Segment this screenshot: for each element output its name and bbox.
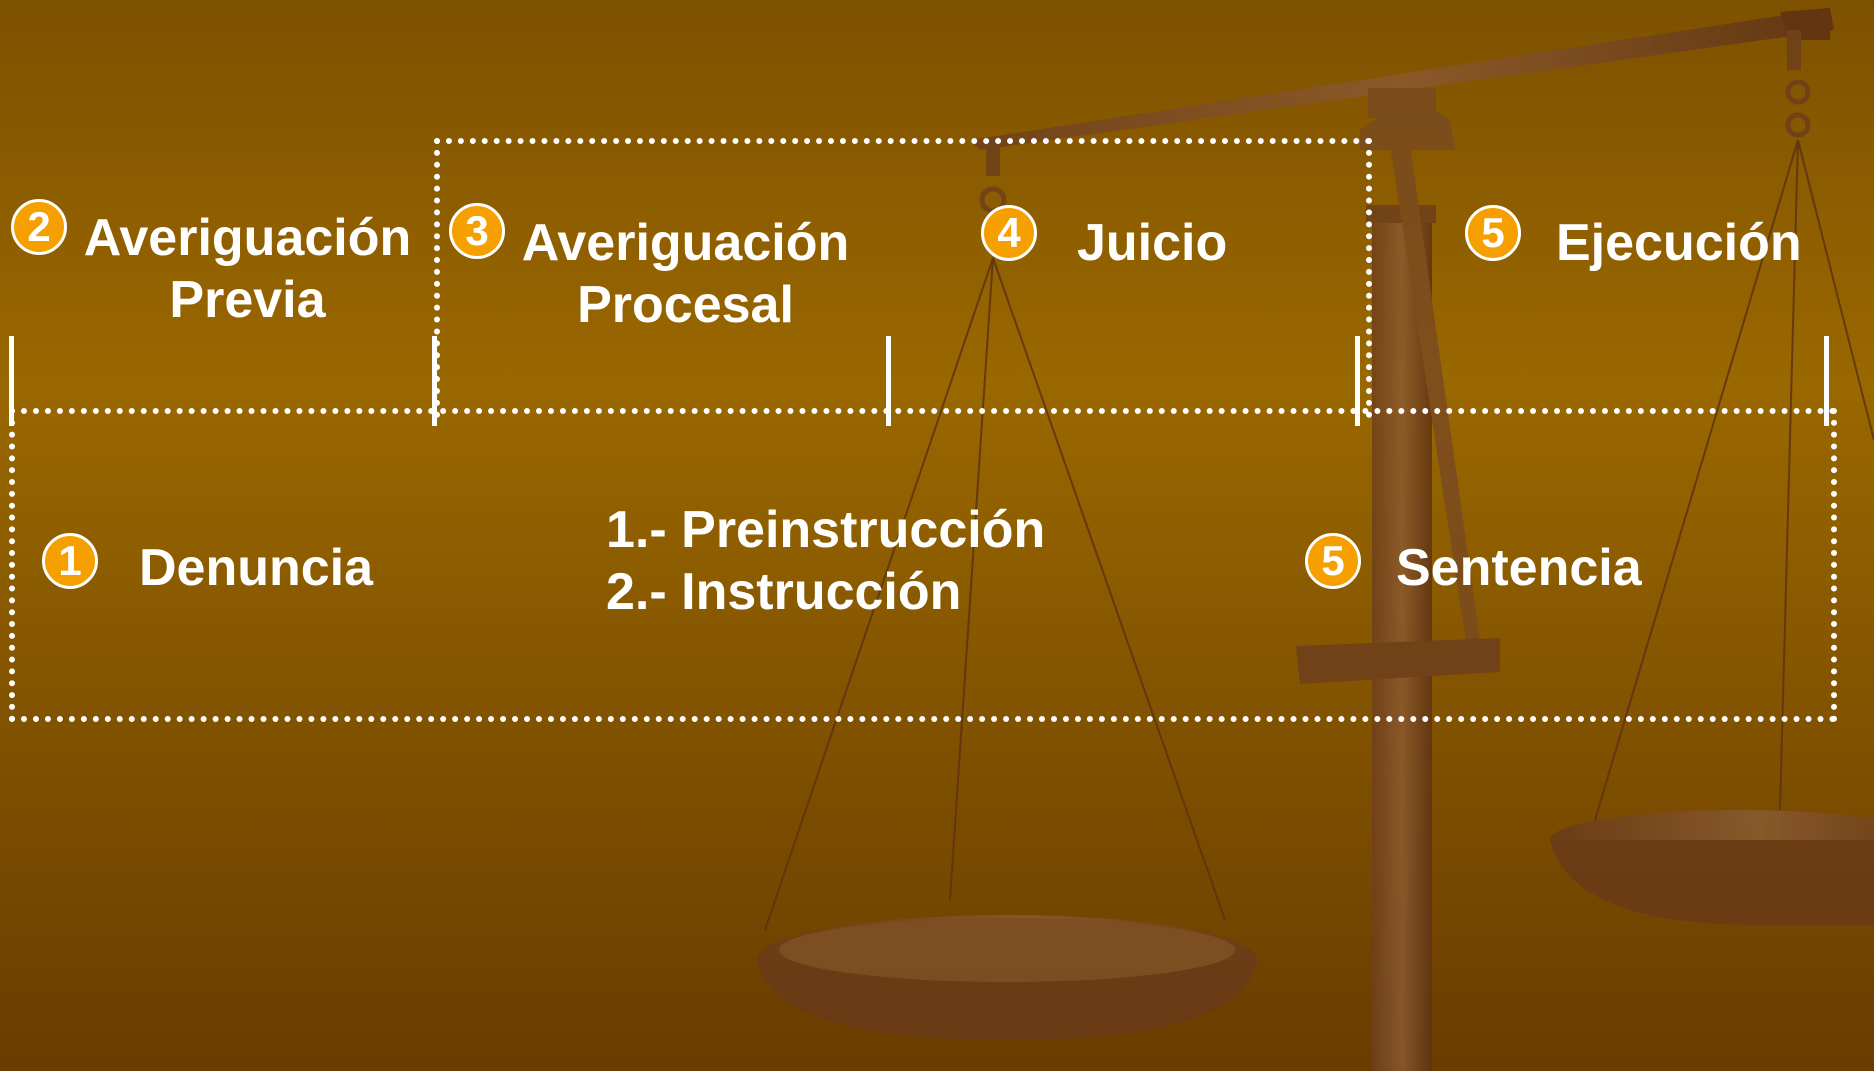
stage-number-badge: 3 <box>449 203 505 259</box>
timeline-tick <box>1355 336 1360 426</box>
stage-number-badge: 2 <box>11 199 67 255</box>
stage-label-line1: Averiguación <box>521 214 850 272</box>
step-list: 1.- Preinstrucción 2.- Instrucción <box>606 499 1045 623</box>
step-number-badge: 1 <box>42 533 98 589</box>
stage-label-juicio: Juicio <box>1077 214 1228 272</box>
stage-label-averiguacion-procesal: Averiguación Procesal <box>518 212 853 336</box>
step-list-item: 1.- Preinstrucción <box>606 501 1046 559</box>
step-number-badge: 5 <box>1305 533 1361 589</box>
timeline-tick <box>886 336 891 426</box>
upper-dotted-frame <box>434 138 1372 418</box>
stage-label-line1: Averiguación <box>83 209 412 267</box>
stage-label-line2: Procesal <box>577 276 794 334</box>
timeline-tick <box>1824 336 1829 426</box>
timeline-tick <box>432 336 437 426</box>
timeline-tick <box>9 336 14 426</box>
step-label-sentencia: Sentencia <box>1396 539 1642 597</box>
stage-label-line2: Previa <box>169 271 326 329</box>
stage-label-ejecucion: Ejecución <box>1556 214 1802 272</box>
step-list-item: 2.- Instrucción <box>606 563 962 621</box>
stage-number-badge: 5 <box>1465 205 1521 261</box>
stage-number-badge: 4 <box>981 205 1037 261</box>
stage-label-averiguacion-previa: Averiguación Previa <box>80 207 415 331</box>
lower-dotted-frame <box>9 408 1837 722</box>
step-label-denuncia: Denuncia <box>139 539 374 597</box>
